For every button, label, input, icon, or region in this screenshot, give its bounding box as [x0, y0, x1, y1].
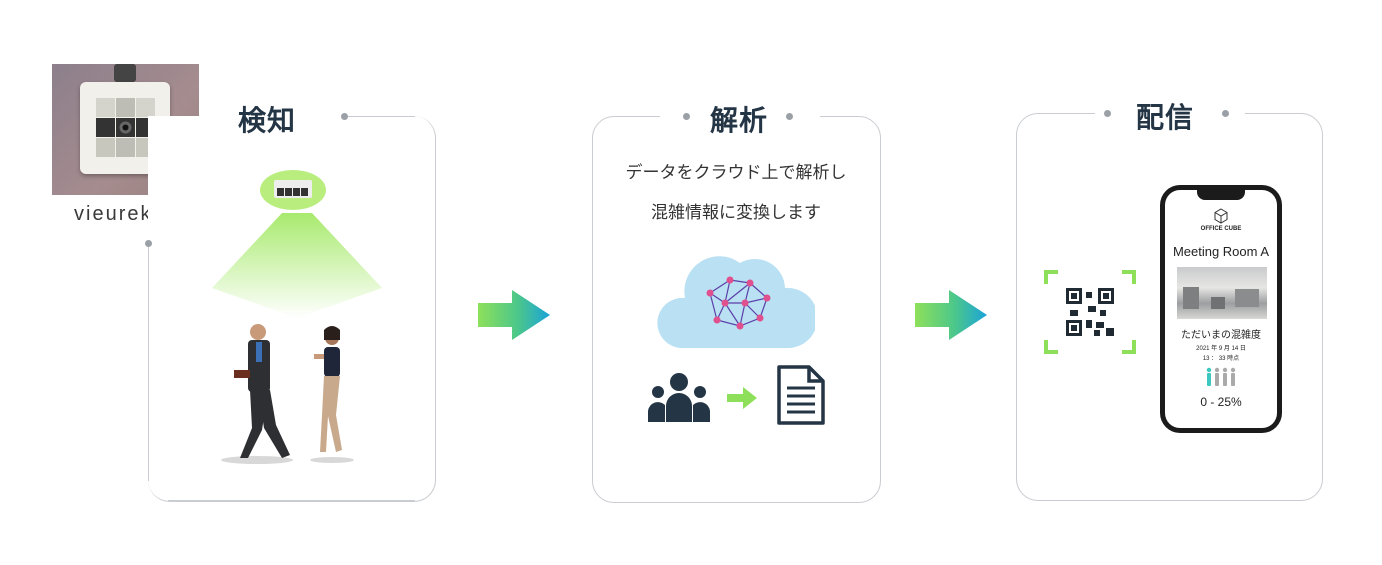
analyze-desc-line2: 混雑情報に変換します	[651, 203, 821, 223]
flow-arrow-2	[915, 290, 987, 340]
smartphone: OFFICE CUBE Meeting Room A ただいまの混雑度 2021…	[1160, 185, 1282, 433]
app-name: OFFICE CUBE	[1200, 226, 1242, 232]
brand-logo: vieureka	[74, 203, 166, 225]
document-icon	[777, 365, 825, 425]
date-text: 2021 年 9 月 14 日	[1196, 346, 1246, 352]
cube-logo-icon	[1214, 208, 1228, 224]
flow-arrow-1	[478, 290, 550, 340]
qr-scan-icon	[1044, 270, 1136, 354]
step-title-detect: 検知	[228, 99, 307, 139]
step-title-deliver: 配信	[1126, 96, 1205, 136]
time-text: 13 ： 33 時点	[1202, 356, 1240, 362]
congestion-label: ただいまの混雑度	[1181, 330, 1261, 341]
arrow-small-icon	[727, 387, 757, 409]
room-name: Meeting Room A	[1172, 244, 1270, 259]
room-photo	[1177, 267, 1267, 319]
phone-screen: OFFICE CUBE Meeting Room A ただいまの混雑度 2021…	[1165, 190, 1277, 428]
cloud-network-icon	[657, 256, 815, 348]
analyze-desc-line1: データをクラウド上で解析し	[625, 163, 847, 183]
detection-cone	[212, 213, 382, 318]
people-group-icon	[648, 373, 710, 422]
occupancy-level: 0 - 25%	[1200, 395, 1242, 409]
occupancy-people-icon	[1206, 367, 1236, 386]
sensor-icon	[260, 170, 326, 210]
step-title-analyze: 解析	[700, 99, 779, 139]
walking-people-illustration	[221, 324, 354, 464]
